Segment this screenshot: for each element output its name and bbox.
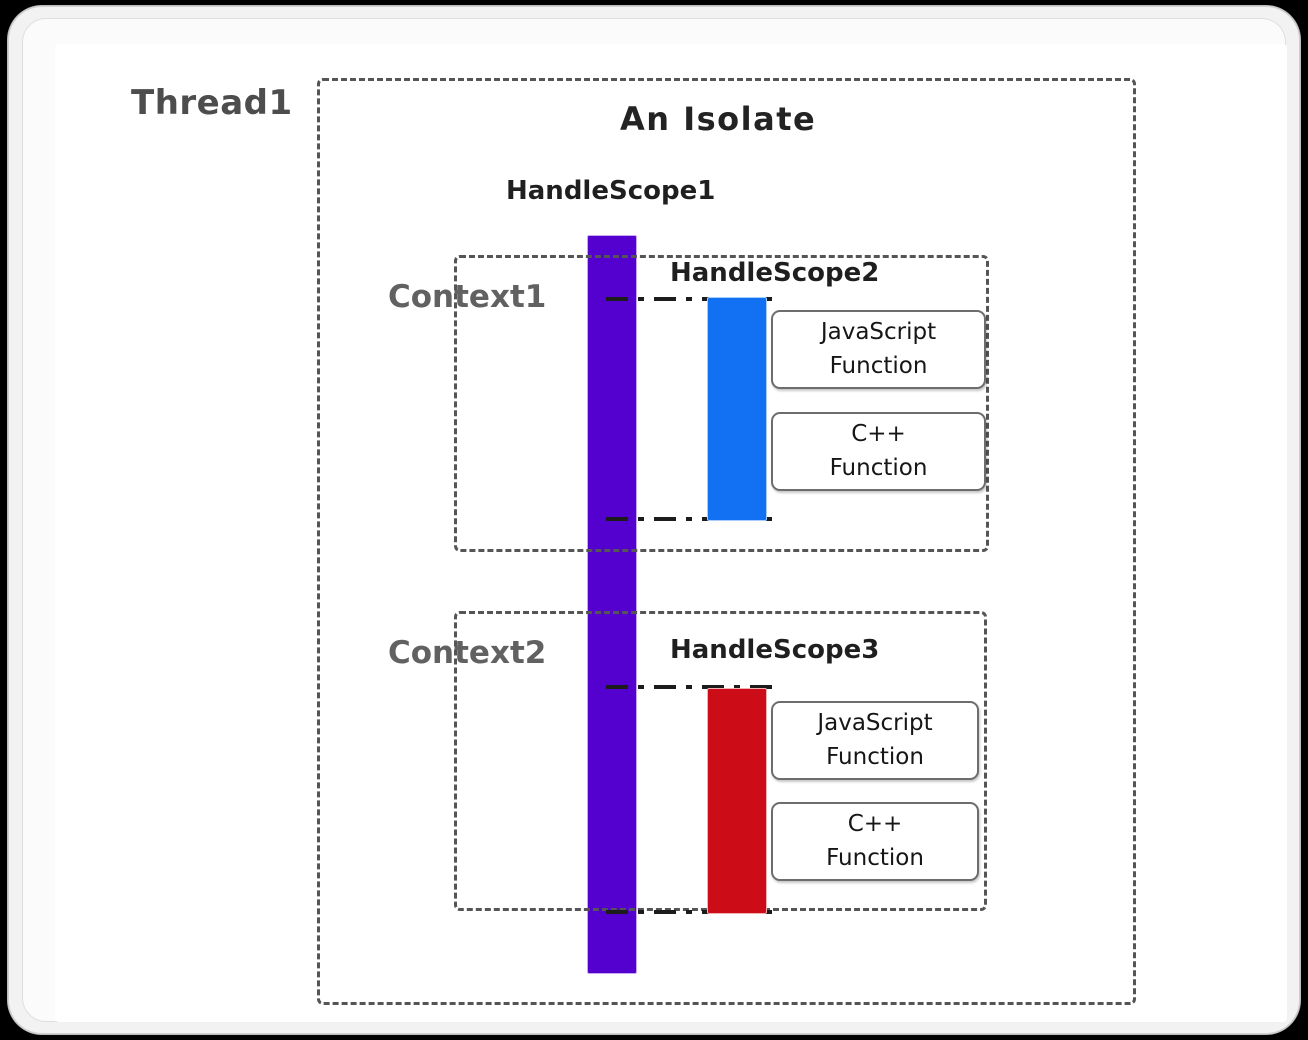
context1-cpp-function-box: C++ Function	[771, 412, 986, 491]
handlescope3-label: HandleScope3	[670, 635, 880, 665]
isolate-boundary	[317, 78, 1136, 1005]
context1-javascript-function-box: JavaScript Function	[771, 310, 986, 389]
context1-javascript-function-line2: Function	[829, 352, 928, 379]
handlescope2-top-connector	[606, 297, 778, 301]
context2-label: Context2	[388, 635, 547, 671]
context2-cpp-function-line1: C++	[847, 811, 903, 838]
context1-javascript-function-line1: JavaScript	[820, 319, 937, 346]
handlescope2-bottom-connector	[606, 517, 778, 521]
context2-javascript-function-box: JavaScript Function	[771, 701, 979, 780]
context1-cpp-function-line1: C++	[851, 421, 906, 448]
context2-javascript-function-line1: JavaScript	[817, 710, 933, 737]
context1-cpp-function-line2: Function	[829, 454, 928, 481]
window-frame-inner: Thread1 An Isolate HandleScope1 Context1…	[22, 18, 1287, 1022]
context2-cpp-function-line2: Function	[826, 844, 924, 871]
isolate-title: An Isolate	[620, 100, 817, 138]
handlescope3-top-connector	[606, 685, 778, 689]
context1-label: Context1	[388, 279, 547, 315]
context2-cpp-function-box: C++ Function	[771, 802, 979, 881]
window-frame: Thread1 An Isolate HandleScope1 Context1…	[8, 6, 1300, 1034]
handlescope3-bar	[708, 689, 766, 913]
handlescope2-label: HandleScope2	[670, 258, 880, 288]
handlescope2-bar	[708, 298, 766, 520]
thread-label: Thread1	[131, 83, 293, 123]
context1-boundary	[454, 255, 989, 552]
diagram-canvas: Thread1 An Isolate HandleScope1 Context1…	[55, 44, 1287, 1022]
handlescope1-bar	[588, 236, 636, 973]
handlescope1-label: HandleScope1	[506, 176, 716, 206]
context2-javascript-function-line2: Function	[826, 743, 924, 770]
handlescope3-bottom-connector	[606, 910, 778, 914]
